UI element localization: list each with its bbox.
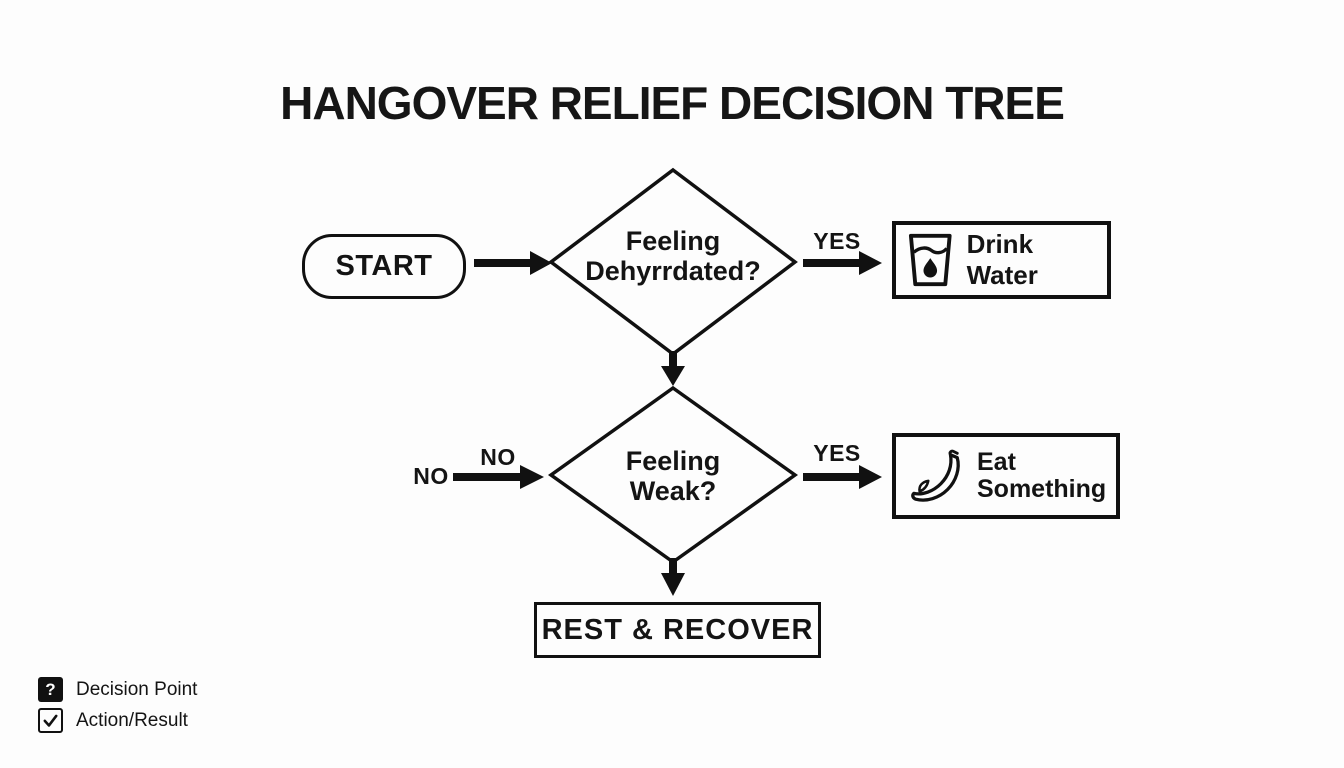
rest-recover-node: REST & RECOVER [534, 602, 821, 658]
action-eat-something-label: Eat Something [977, 447, 1107, 504]
action-eat-something: Eat Something [892, 433, 1120, 519]
action-drink-water-label: Drink Water [966, 229, 1038, 290]
check-glyph [43, 714, 58, 727]
decision1-line2: Dehyrrdated? [585, 256, 761, 287]
decision2-line1: Feeling [625, 446, 721, 476]
edge-label-no-inner: NO [480, 444, 516, 470]
edge-label-no-outer: NO [413, 463, 449, 489]
question-square-icon: ? [38, 677, 63, 702]
start-node: START [302, 234, 466, 299]
arrowhead-start-to-decision1 [530, 251, 552, 275]
arrowhead-yes1 [859, 251, 882, 275]
question-glyph: ? [45, 679, 56, 699]
page-title: HANGOVER RELIEF DECISION TREE [280, 77, 1065, 129]
decision2-label: Feeling Weak? [553, 446, 793, 506]
decision2-line2: Weak? [629, 476, 717, 507]
rest-recover-label: REST & RECOVER [541, 613, 814, 646]
legend: ? Decision Point Action/Result [38, 677, 197, 733]
decision1-line1: Feeling [625, 226, 721, 256]
action-eat-line1: Eat [977, 447, 1016, 476]
start-node-label: START [335, 250, 433, 282]
edge-label-yes1: YES [813, 228, 861, 254]
legend-item-action: Action/Result [38, 708, 197, 733]
arrowhead-decision2-to-rest [661, 573, 685, 596]
action-drink-water: Drink Water [892, 221, 1111, 299]
decision1-label: Feeling Dehyrrdated? [553, 226, 793, 286]
legend-decision-label: Decision Point [76, 678, 198, 700]
legend-item-decision: ? Decision Point [38, 677, 197, 702]
check-square-icon [38, 708, 63, 733]
action-eat-line2: Something [977, 475, 1107, 503]
banana-icon [911, 449, 960, 502]
arrowhead-yes2 [859, 465, 882, 489]
legend-action-label: Action/Result [76, 709, 188, 731]
arrowhead-decision1-to-decision2 [661, 366, 685, 386]
edge-label-yes2: YES [813, 440, 861, 466]
water-glass-icon [908, 233, 952, 287]
arrowhead-no [520, 465, 544, 489]
